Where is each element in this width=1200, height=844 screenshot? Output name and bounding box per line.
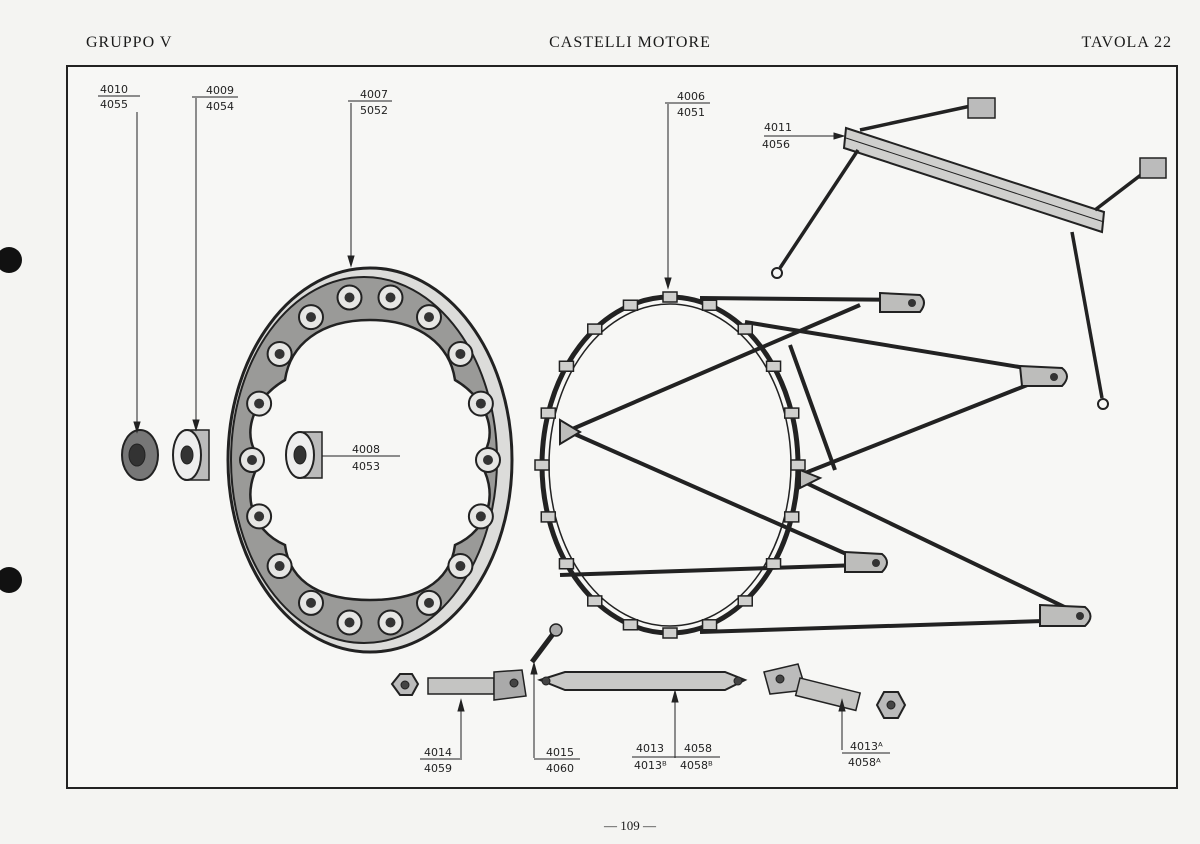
mount-stud [622,299,639,311]
svg-text:4013: 4013 [636,742,664,755]
callout-4015: 4015 4060 [534,746,580,775]
bushing-4008 [285,431,323,479]
ring-boss-hole [475,511,486,522]
ring-boss-hole [455,561,466,572]
svg-text:4015: 4015 [546,746,574,759]
svg-text:4060: 4060 [546,762,574,775]
ring-bosses [239,284,501,636]
ring-boss-hole [483,455,493,465]
spacer-4009 [172,429,210,481]
svg-text:4006: 4006 [677,90,705,103]
tubular-engine-mount [539,291,1092,636]
mount-stud [701,299,718,311]
callout-4009: 4009 4054 [192,84,238,113]
ring-boss-hole [385,617,396,628]
mount-stud [783,407,800,419]
callout-4013-4058: 4013 4058 4013ᴮ 4058ᴮ [632,742,720,772]
svg-text:4008: 4008 [352,443,380,456]
mount-stud [534,459,550,471]
svg-text:4058: 4058 [684,742,712,755]
ring-boss-hole [254,398,265,409]
group-title: GRUPPO V [86,34,173,51]
svg-text:4053: 4053 [352,460,380,473]
mount-stud [783,511,800,523]
mount-stud [790,459,806,471]
ring-boss-hole [306,312,316,323]
ring-boss-hole [424,312,434,323]
mount-stud [558,557,575,570]
mount-stud [662,291,678,303]
callout-4008: 4008 4053 [352,443,380,473]
tie-rod-4013 [537,671,748,691]
end-fitting-4013a [763,663,862,712]
svg-text:4007: 4007 [360,88,388,101]
mount-stud [540,407,557,419]
bolt-4014 [427,669,527,701]
mount-stud [587,595,603,607]
ring-boss-hole [254,511,265,522]
ring-boss-hole [344,617,355,628]
mount-stud [558,360,575,373]
callout-4011: 4011 4056 [762,121,792,151]
mount-studs [534,291,806,639]
bolt-4015 [530,623,563,664]
washer-4010 [121,429,159,481]
mount-stud [587,323,603,335]
svg-text:4013ᴮ: 4013ᴮ [634,759,667,772]
svg-text:4011: 4011 [764,121,792,134]
mount-stud [540,511,557,523]
svg-text:4009: 4009 [206,84,234,97]
page-number: — 109 — [604,818,656,833]
plate-number: TAVOLA 22 [1081,34,1172,51]
ring-boss-hole [344,292,355,303]
ring-boss-hole [247,455,257,465]
ring-boss-hole [385,292,396,303]
hex-nut-left [390,673,420,696]
mount-stud [737,595,753,607]
svg-text:4056: 4056 [762,138,790,151]
svg-text:4013ᴬ: 4013ᴬ [850,740,883,753]
svg-text:4058ᴬ: 4058ᴬ [848,756,881,769]
mount-stud [765,557,782,570]
ring-boss-hole [424,597,434,608]
svg-text:4014: 4014 [424,746,452,759]
callout-4013a: 4013ᴬ 4058ᴬ [842,740,890,769]
mount-stud [765,360,782,373]
cross-brace-4011 [771,97,1167,410]
hex-nut-right [875,691,907,719]
ring-boss-hole [306,597,316,608]
mount-stud [662,627,678,639]
document-title: CASTELLI MOTORE [549,34,711,51]
callout-4006: 4006 4051 [665,90,710,119]
svg-text:4058ᴮ: 4058ᴮ [680,759,713,772]
engine-mount-ring [226,266,514,654]
svg-text:4051: 4051 [677,106,705,119]
svg-text:4054: 4054 [206,100,234,113]
ring-boss-hole [455,348,466,359]
ring-boss-hole [274,561,285,572]
callout-4014: 4014 4059 [420,746,462,775]
svg-text:4055: 4055 [100,98,128,111]
ring-boss-hole [274,348,285,359]
mount-stud [701,619,718,631]
leader-lines [133,98,846,758]
mount-stud [622,619,639,631]
svg-text:5052: 5052 [360,104,388,117]
svg-text:4010: 4010 [100,83,128,96]
mount-stud [737,323,753,335]
ring-boss-hole [475,398,486,409]
binder-hole [0,567,22,593]
svg-text:4059: 4059 [424,762,452,775]
callout-4007: 4007 5052 [348,88,392,117]
binder-hole [0,247,22,273]
callout-4010: 4010 4055 [98,83,140,111]
